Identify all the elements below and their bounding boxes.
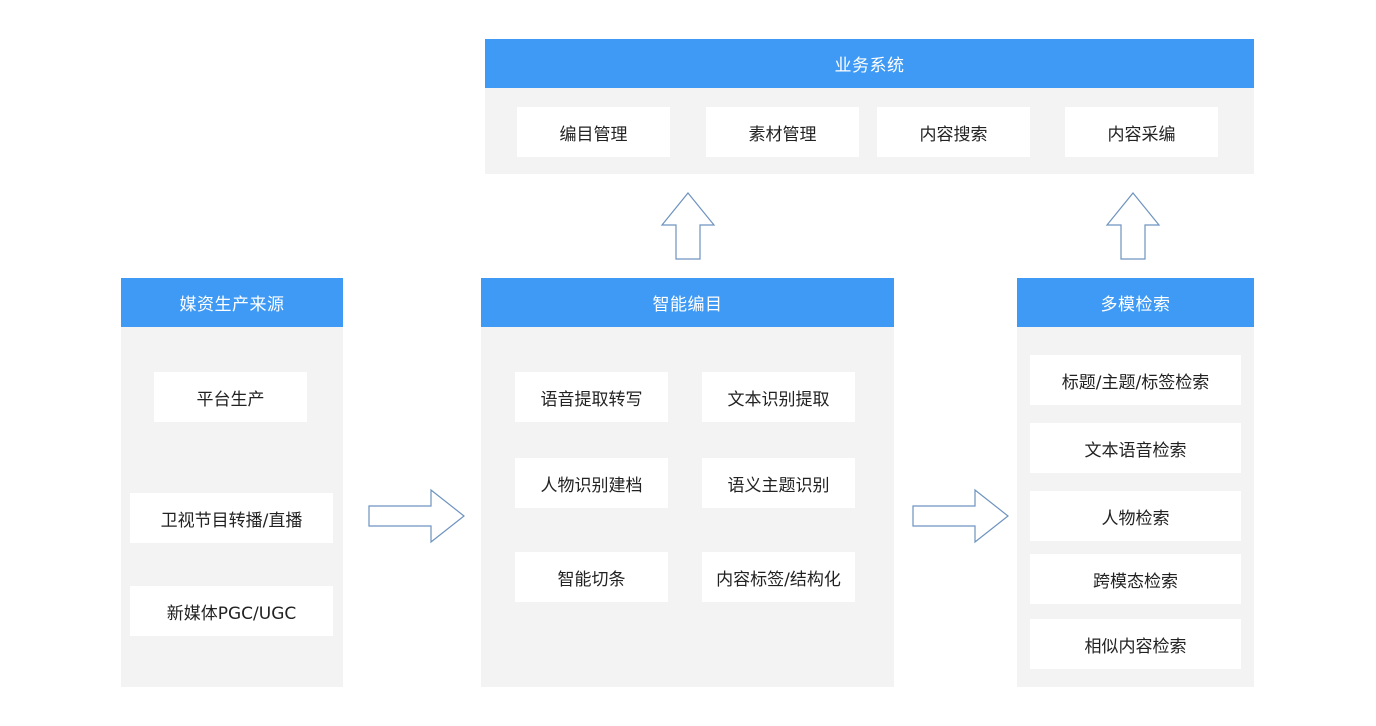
cross-modal-search-item: 跨模态检索 [1030,554,1241,604]
up-arrow-icon [660,192,716,260]
content-editing-item: 内容采编 [1065,107,1218,157]
business-system-panel: 业务系统 编目管理 素材管理 内容搜索 内容采编 [485,39,1254,174]
platform-production-item: 平台生产 [154,372,307,422]
content-tagging-item: 内容标签/结构化 [702,552,855,602]
media-sources-title: 媒资生产来源 [121,278,343,327]
smart-catalog-title: 智能编目 [481,278,894,327]
business-system-title: 业务系统 [485,39,1254,88]
catalog-management-item: 编目管理 [517,107,670,157]
tv-broadcast-item: 卫视节目转播/直播 [130,493,333,543]
new-media-item: 新媒体PGC/UGC [130,586,333,636]
right-arrow-icon [368,488,465,544]
similar-content-search-item: 相似内容检索 [1030,619,1241,669]
text-recognition-item: 文本识别提取 [702,372,855,422]
text-speech-search-item: 文本语音检索 [1030,423,1241,473]
speech-transcription-item: 语音提取转写 [515,372,668,422]
content-search-item: 内容搜索 [877,107,1030,157]
person-search-item: 人物检索 [1030,491,1241,541]
person-recognition-item: 人物识别建档 [515,458,668,508]
media-sources-panel: 媒资生产来源 平台生产 卫视节目转播/直播 新媒体PGC/UGC [121,278,343,687]
multimodal-search-title: 多模检索 [1017,278,1254,327]
multimodal-search-panel: 多模检索 标题/主题/标签检索 文本语音检索 人物检索 跨模态检索 相似内容检索 [1017,278,1254,687]
material-management-item: 素材管理 [706,107,859,157]
title-topic-tag-search-item: 标题/主题/标签检索 [1030,355,1241,405]
smart-clipping-item: 智能切条 [515,552,668,602]
right-arrow-icon [912,488,1009,544]
up-arrow-icon [1105,192,1161,260]
semantic-topic-item: 语义主题识别 [702,458,855,508]
smart-catalog-panel: 智能编目 语音提取转写 文本识别提取 人物识别建档 语义主题识别 智能切条 内容… [481,278,894,687]
